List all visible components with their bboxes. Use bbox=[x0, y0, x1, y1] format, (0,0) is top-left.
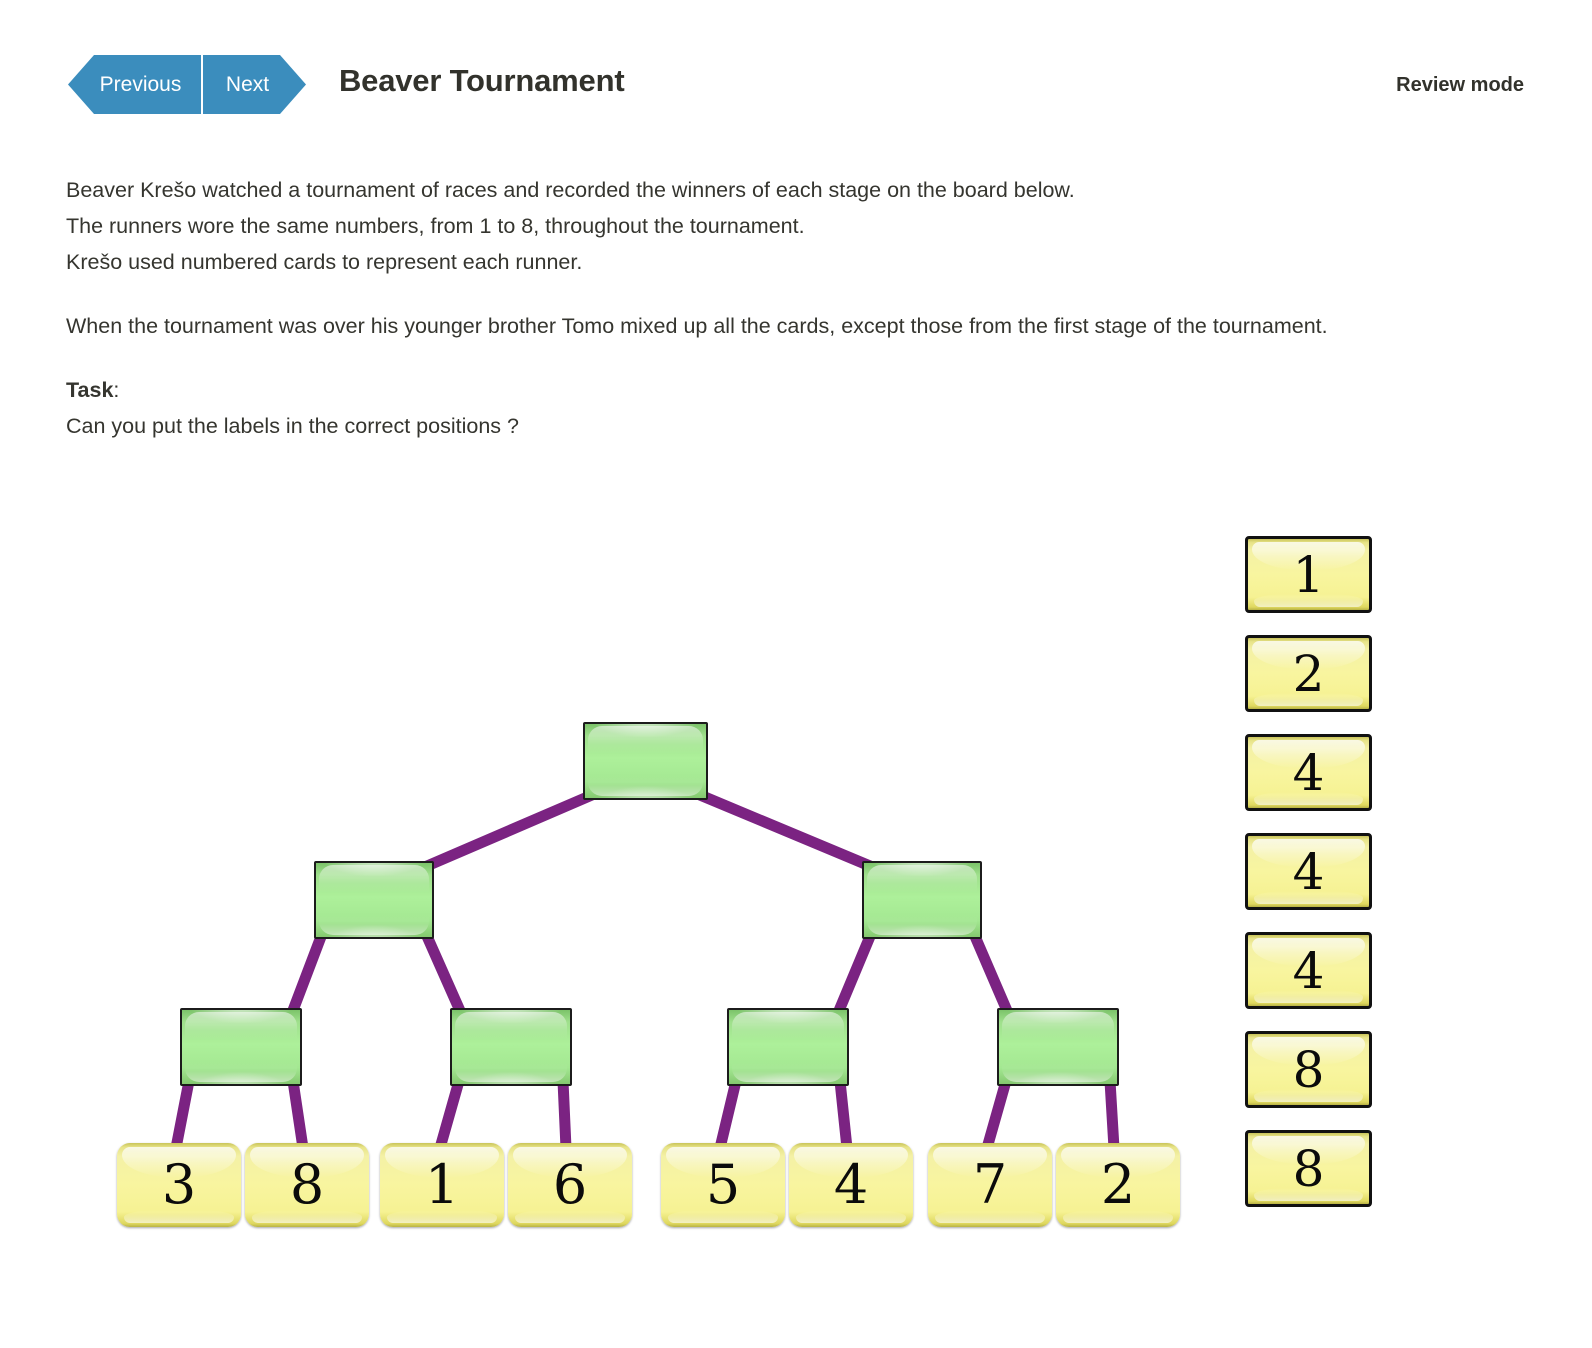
tray-card[interactable]: 4 bbox=[1245, 833, 1372, 910]
bracket-leaf-card[interactable]: 2 bbox=[1056, 1143, 1180, 1227]
review-mode-badge: Review mode bbox=[1396, 74, 1524, 96]
bracket-slot[interactable] bbox=[583, 722, 708, 800]
description-paragraph-2: When the tournament was over his younger… bbox=[66, 314, 1328, 338]
card-number: 5 bbox=[705, 1153, 741, 1216]
card-number: 1 bbox=[424, 1153, 460, 1216]
task-heading: Task: bbox=[66, 372, 1466, 408]
bracket-edge bbox=[421, 789, 598, 872]
bracket-slot[interactable] bbox=[450, 1008, 572, 1086]
bracket-slot[interactable] bbox=[314, 861, 434, 939]
description-line-3: Krešo used numbered cards to represent e… bbox=[66, 250, 583, 274]
next-button[interactable]: Next bbox=[203, 55, 306, 114]
bracket-leaf-card[interactable]: 5 bbox=[661, 1143, 785, 1227]
card-number: 2 bbox=[1100, 1153, 1136, 1216]
previous-button[interactable]: Previous bbox=[68, 55, 201, 114]
card-number: 1 bbox=[1292, 545, 1325, 604]
tray-card[interactable]: 1 bbox=[1245, 536, 1372, 613]
task-description: Beaver Krešo watched a tournament of rac… bbox=[66, 172, 1466, 444]
bracket-leaf-card[interactable]: 4 bbox=[789, 1143, 913, 1227]
bracket-edge bbox=[434, 1075, 465, 1154]
bracket-edge bbox=[834, 1075, 853, 1154]
bracket-edge bbox=[714, 1075, 742, 1154]
bracket-edge bbox=[1104, 1075, 1120, 1154]
prose-spacer-2 bbox=[66, 344, 1466, 372]
card-number: 4 bbox=[1292, 941, 1325, 1000]
page-header: Previous Next Beaver Tournament Review m… bbox=[0, 0, 1592, 140]
next-button-label: Next bbox=[225, 73, 270, 96]
card-number: 4 bbox=[1292, 743, 1325, 802]
tray-card[interactable]: 2 bbox=[1245, 635, 1372, 712]
tray-card[interactable]: 4 bbox=[1245, 932, 1372, 1009]
card-number: 3 bbox=[161, 1153, 197, 1216]
bracket-leaf-card[interactable]: 1 bbox=[380, 1143, 504, 1227]
bracket-edge bbox=[170, 1075, 195, 1154]
previous-button-label: Previous bbox=[99, 73, 182, 96]
tray-card[interactable]: 8 bbox=[1245, 1130, 1372, 1207]
bracket-edge bbox=[286, 928, 328, 1019]
bracket-leaf-card[interactable]: 7 bbox=[928, 1143, 1052, 1227]
description-line-2: The runners wore the same numbers, from … bbox=[66, 214, 805, 238]
nav-separator bbox=[201, 55, 203, 114]
bracket-edge bbox=[832, 928, 877, 1019]
card-number: 7 bbox=[972, 1153, 1008, 1216]
bracket-edge bbox=[420, 928, 467, 1019]
bracket-edge bbox=[287, 1075, 309, 1154]
task-heading-colon: : bbox=[113, 378, 120, 402]
bracket-leaf-card[interactable]: 8 bbox=[245, 1143, 369, 1227]
bracket-slot[interactable] bbox=[727, 1008, 849, 1086]
tray-card[interactable]: 8 bbox=[1245, 1031, 1372, 1108]
bracket-slot[interactable] bbox=[180, 1008, 302, 1086]
bracket-leaf-card[interactable]: 6 bbox=[508, 1143, 632, 1227]
bracket-slot[interactable] bbox=[862, 861, 982, 939]
bracket-edge bbox=[968, 928, 1014, 1019]
bracket-edge bbox=[694, 789, 876, 872]
bracket-edge bbox=[557, 1075, 572, 1154]
bracket-leaf-card[interactable]: 3 bbox=[117, 1143, 241, 1227]
card-number: 8 bbox=[1292, 1139, 1325, 1198]
task-question: Can you put the labels in the correct po… bbox=[66, 414, 519, 438]
task-heading-label: Task bbox=[66, 378, 114, 402]
card-number: 4 bbox=[1292, 842, 1325, 901]
card-number: 4 bbox=[833, 1153, 869, 1216]
navigation-buttons: Previous Next bbox=[68, 55, 306, 114]
bracket-slot[interactable] bbox=[997, 1008, 1119, 1086]
page-title: Beaver Tournament bbox=[339, 63, 625, 98]
prose-spacer-1 bbox=[66, 280, 1466, 308]
card-number: 8 bbox=[1292, 1040, 1325, 1099]
card-number: 2 bbox=[1292, 644, 1325, 703]
description-line-1: Beaver Krešo watched a tournament of rac… bbox=[66, 178, 1075, 202]
card-number: 6 bbox=[552, 1153, 588, 1216]
card-number: 8 bbox=[289, 1153, 325, 1216]
bracket-edge bbox=[981, 1075, 1012, 1154]
tray-card[interactable]: 4 bbox=[1245, 734, 1372, 811]
